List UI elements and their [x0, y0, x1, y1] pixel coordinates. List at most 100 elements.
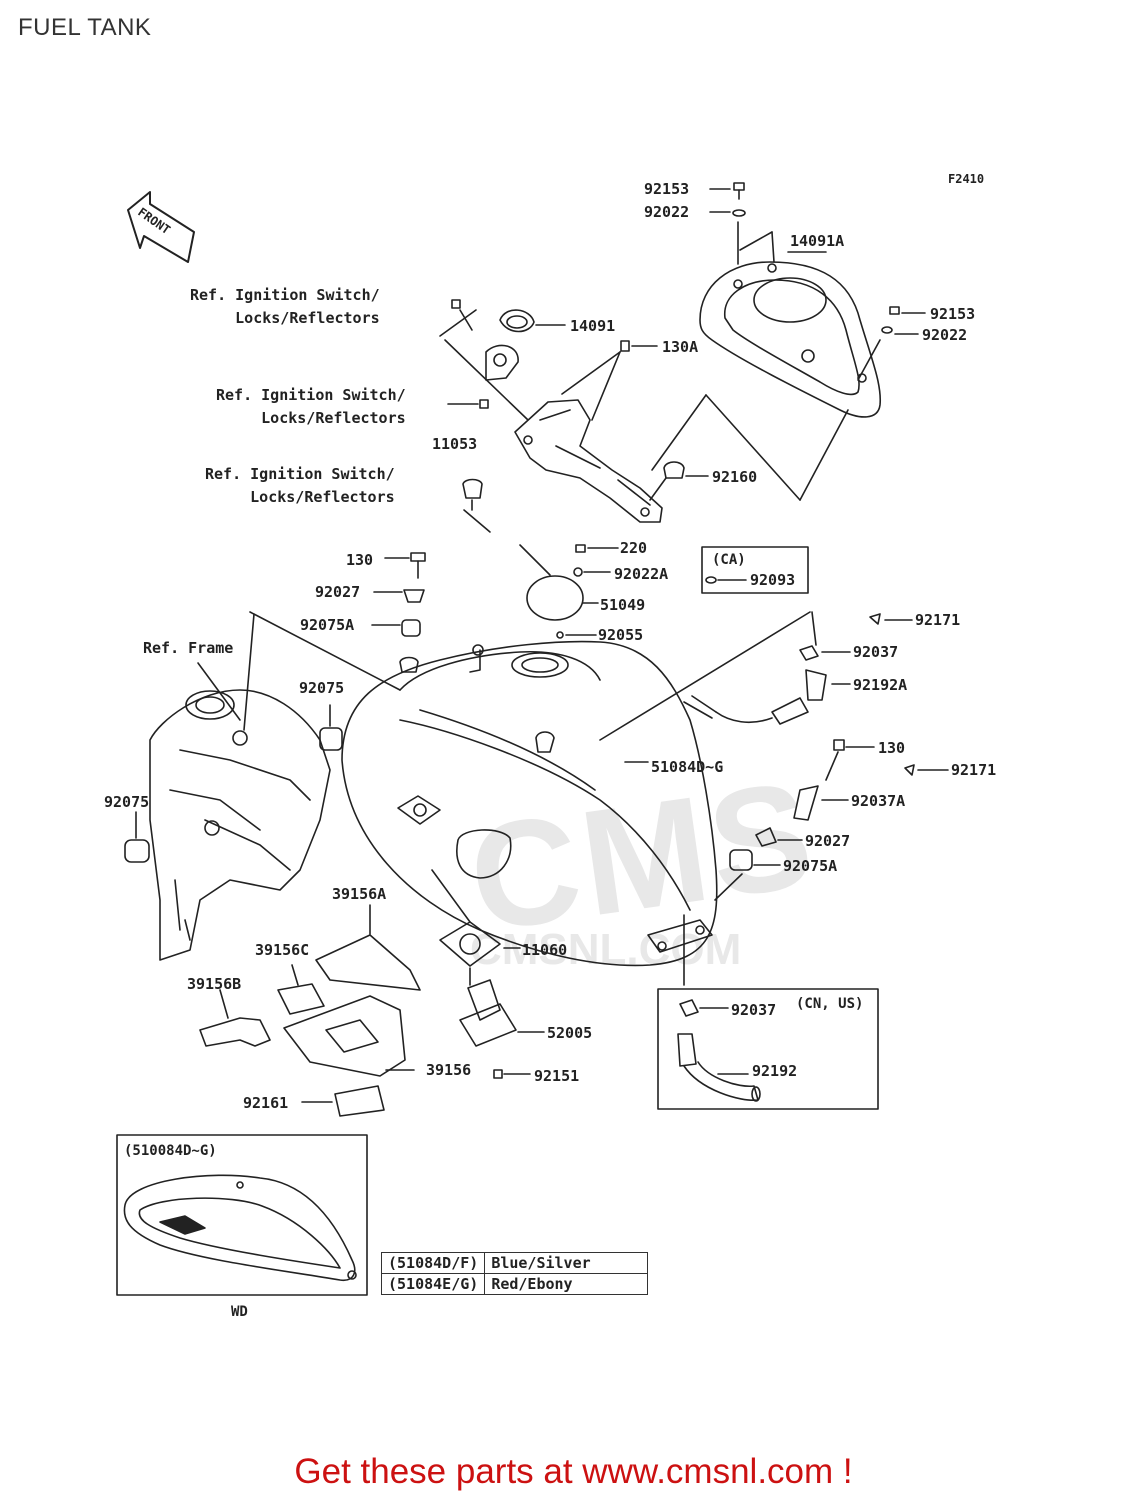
- color-name-cell: Blue/Silver: [484, 1252, 649, 1274]
- bolt-130-right: [825, 739, 875, 781]
- part-label-92022a: 92022A: [614, 565, 669, 583]
- part-label-52005: 52005: [547, 1024, 593, 1042]
- table-row: (51084E/G) Red/Ebony: [380, 1273, 649, 1295]
- part-label-92093: 92093: [750, 571, 796, 589]
- bolt-92151: [493, 1069, 531, 1079]
- bolt-92153-top: [709, 182, 827, 265]
- part-label-92027-left: 92027: [315, 583, 361, 601]
- washer-92027-right: [755, 827, 803, 847]
- part-label-92171-lower: 92171: [951, 761, 997, 779]
- damper-92075a-left: [371, 619, 421, 673]
- clamp-92037-lower: [679, 999, 729, 1017]
- part-label-14091: 14091: [570, 317, 616, 335]
- part-label-130-left: 130: [346, 551, 374, 569]
- bracket-11053-part: [514, 399, 663, 523]
- part-label-92153-right: 92153: [930, 305, 976, 323]
- fuel-tank-51084-part: [341, 640, 718, 967]
- part-label-92161: 92161: [243, 1094, 289, 1112]
- washer-92027-left: [373, 589, 425, 603]
- pad-39156b: [199, 989, 271, 1047]
- color-code-cell: (51084D/F): [380, 1252, 486, 1274]
- damper-92075-lower: [124, 811, 150, 863]
- part-label-51049: 51049: [600, 596, 646, 614]
- ref-ignition-switch-2: Ref. Ignition Switch/Locks/Reflectors: [216, 386, 406, 427]
- bracket-rear: [647, 914, 713, 986]
- pump-52005: [459, 967, 545, 1047]
- hose-92192a: [599, 611, 851, 741]
- hose-92192: [677, 1033, 761, 1102]
- part-label-11060: 11060: [522, 941, 568, 959]
- part-label-51084: 51084D~G: [651, 758, 724, 776]
- part-label-92037a: 92037A: [851, 792, 906, 810]
- variant-tank-illustration: [123, 1174, 357, 1282]
- ca-box-label: (CA): [712, 552, 746, 568]
- ca-box: [701, 546, 809, 594]
- part-label-39156b: 39156B: [187, 975, 242, 993]
- bolt-220: [573, 544, 619, 577]
- part-label-92037-lower: 92037: [731, 1001, 777, 1019]
- part-label-39156: 39156: [426, 1061, 472, 1079]
- pad-39156c: [277, 964, 325, 1015]
- ref-frame: Ref. Frame: [143, 639, 234, 657]
- bolt-92153-right: [857, 306, 926, 381]
- part-label-11053: 11053: [432, 435, 478, 453]
- part-label-39156a: 39156A: [332, 885, 387, 903]
- switch-body-part: [439, 299, 529, 421]
- damper-92075a-right: [714, 849, 781, 901]
- part-label-92075-upper: 92075: [299, 679, 345, 697]
- ref-ignition-switch-1: Ref. Ignition Switch/Locks/Reflectors: [190, 286, 380, 327]
- front-arrow-icon: [127, 191, 195, 263]
- part-label-92022-right: 92022: [922, 326, 968, 344]
- bolt-130a: [561, 340, 658, 421]
- diagram-code: F2410: [948, 172, 985, 186]
- bolt-130-left: [384, 552, 426, 579]
- part-label-92075-lower: 92075: [104, 793, 150, 811]
- page-title: FUEL TANK: [18, 14, 152, 41]
- part-label-92153-top: 92153: [644, 180, 690, 198]
- variant-box-label: (510084D~G): [124, 1143, 217, 1159]
- part-label-14091a: 14091A: [790, 232, 845, 250]
- cap-14091-part: [499, 309, 566, 333]
- washer-92093: [705, 576, 747, 584]
- part-label-92192: 92192: [752, 1062, 798, 1080]
- pad-39156: [283, 995, 415, 1077]
- grommet-92160: [649, 461, 709, 501]
- color-name-cell: Red/Ebony: [484, 1273, 649, 1295]
- color-variant-table: (51084D/F) Blue/Silver (51084E/G) Red/Eb…: [380, 1252, 649, 1295]
- part-label-92151: 92151: [534, 1067, 580, 1085]
- clip-92171-upper: [869, 613, 913, 625]
- frame-part: [149, 611, 401, 961]
- clip-92171-lower: [904, 764, 949, 776]
- cover-14091a-part: [699, 261, 882, 418]
- part-label-92160: 92160: [712, 468, 758, 486]
- part-label-92171-upper: 92171: [915, 611, 961, 629]
- part-label-130-right: 130: [878, 739, 906, 757]
- part-label-92027-right: 92027: [805, 832, 851, 850]
- pad-92161: [301, 1085, 385, 1117]
- part-label-92022-top: 92022: [644, 203, 690, 221]
- cn-us-box: [657, 988, 879, 1110]
- part-label-92192a: 92192A: [853, 676, 908, 694]
- cn-us-box-label: (CN, US): [796, 996, 864, 1012]
- part-label-130a: 130A: [662, 338, 699, 356]
- washer-92055: [556, 631, 597, 639]
- hose-92037a: [793, 785, 849, 821]
- ref-ignition-switch-3: Ref. Ignition Switch/Locks/Reflectors: [205, 465, 395, 506]
- clamp-92037-upper: [799, 611, 851, 661]
- table-row: (51084D/F) Blue/Silver: [380, 1252, 649, 1274]
- variant-caption: WD: [231, 1304, 248, 1320]
- part-label-92075a-right: 92075A: [783, 857, 838, 875]
- gasket-11060: [431, 869, 521, 967]
- part-label-92037-upper: 92037: [853, 643, 899, 661]
- variant-box: [116, 1134, 368, 1296]
- grommet-ref3: [462, 478, 491, 533]
- damper-92075-upper: [319, 704, 343, 751]
- pad-39156a: [315, 904, 421, 991]
- part-label-220: 220: [620, 539, 648, 557]
- footer-link[interactable]: Get these parts at www.cmsnl.com !: [294, 1452, 853, 1491]
- color-code-cell: (51084E/G): [380, 1273, 486, 1295]
- part-label-92075a-left: 92075A: [300, 616, 355, 634]
- pad-51049: [519, 544, 599, 621]
- bolt-ref2: [447, 399, 489, 409]
